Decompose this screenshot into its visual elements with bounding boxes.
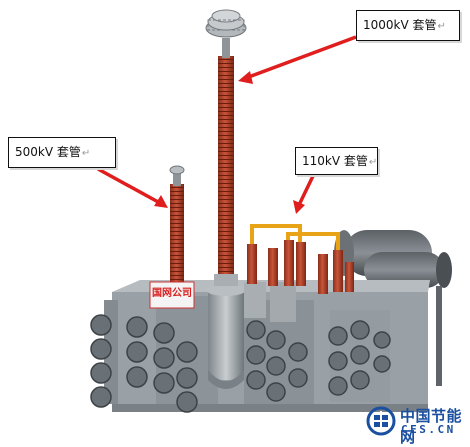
callout-500kv-label: 500kV 套管 <box>15 145 81 159</box>
pointer-arrows <box>97 35 357 214</box>
callout-1000kv-bushing: 1000kV 套管↵ <box>356 10 460 41</box>
bushing-500kv <box>166 165 188 298</box>
arrowhead-500kv <box>154 195 168 208</box>
arrowhead-110kv <box>293 200 305 214</box>
watermark-en-text: CES.CN <box>401 423 456 436</box>
arrowhead-1000kv <box>238 71 253 84</box>
return-mark: ↵ <box>81 148 91 159</box>
tank-plate-text: 国网公司 <box>152 287 192 299</box>
globe-logo-icon <box>366 406 396 436</box>
bushing-110kv-group <box>247 224 354 294</box>
bushing-1000kv <box>205 9 247 286</box>
central-turret <box>206 282 296 389</box>
callout-500kv-bushing: 500kV 套管↵ <box>8 137 116 168</box>
arrow-to-1000kv <box>245 35 357 80</box>
arrow-to-500kv <box>97 167 161 205</box>
callout-1000kv-label: 1000kV 套管 <box>363 18 437 32</box>
return-mark: ↵ <box>437 21 446 32</box>
callout-110kv-label: 110kV 套管 <box>302 154 368 168</box>
callout-110kv-bushing: 110kV 套管↵ <box>295 147 378 175</box>
cooler-fans <box>90 314 391 413</box>
tank-nameplate: 国网公司 <box>149 281 195 309</box>
arrow-to-110kv <box>297 175 315 206</box>
return-mark: ↵ <box>368 157 378 168</box>
